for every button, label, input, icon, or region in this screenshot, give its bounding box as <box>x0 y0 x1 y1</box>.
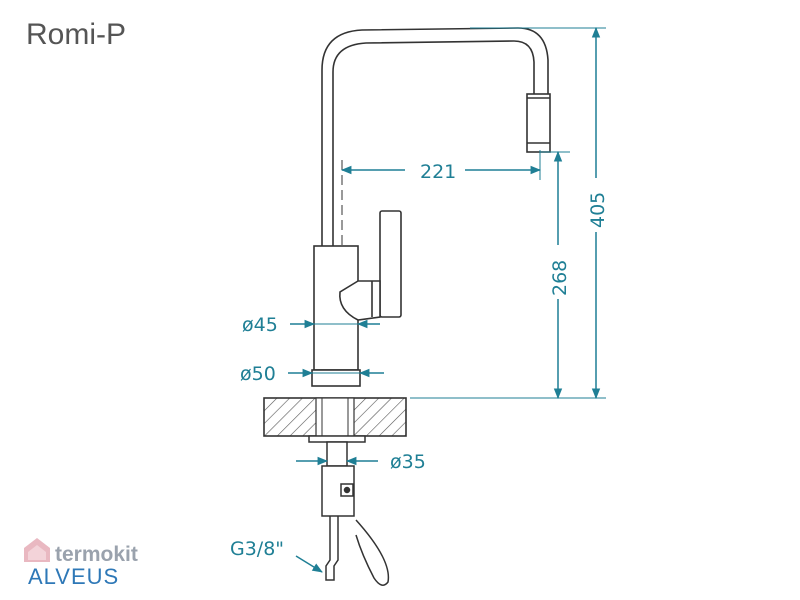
dim-spout-height-label: 268 <box>549 260 571 296</box>
dim-reach-label: 221 <box>420 161 456 183</box>
alveus-logo: ALVEUS <box>28 564 119 589</box>
lever-handle <box>339 210 402 321</box>
hose <box>355 519 390 586</box>
mounting-assembly <box>308 435 366 581</box>
base-ring <box>311 369 361 387</box>
dim-mount-diameter-label: ø35 <box>390 451 426 473</box>
connection-leader <box>295 555 323 573</box>
spray-head <box>526 93 551 153</box>
dim-body-diameter-label: ø45 <box>242 314 278 336</box>
svg-text:termokit: termokit <box>55 543 138 566</box>
svg-text:ALVEUS: ALVEUS <box>28 564 119 589</box>
spout <box>321 27 551 246</box>
dim-connection-label: G3/8" <box>230 538 284 560</box>
countertop <box>263 397 407 437</box>
dim-base-diameter-label: ø50 <box>240 363 276 385</box>
dim-total-height-label: 405 <box>587 192 609 228</box>
dim-total-height <box>410 26 606 400</box>
page-title: Romi-P <box>26 18 127 51</box>
termokit-logo: termokit <box>24 538 138 566</box>
